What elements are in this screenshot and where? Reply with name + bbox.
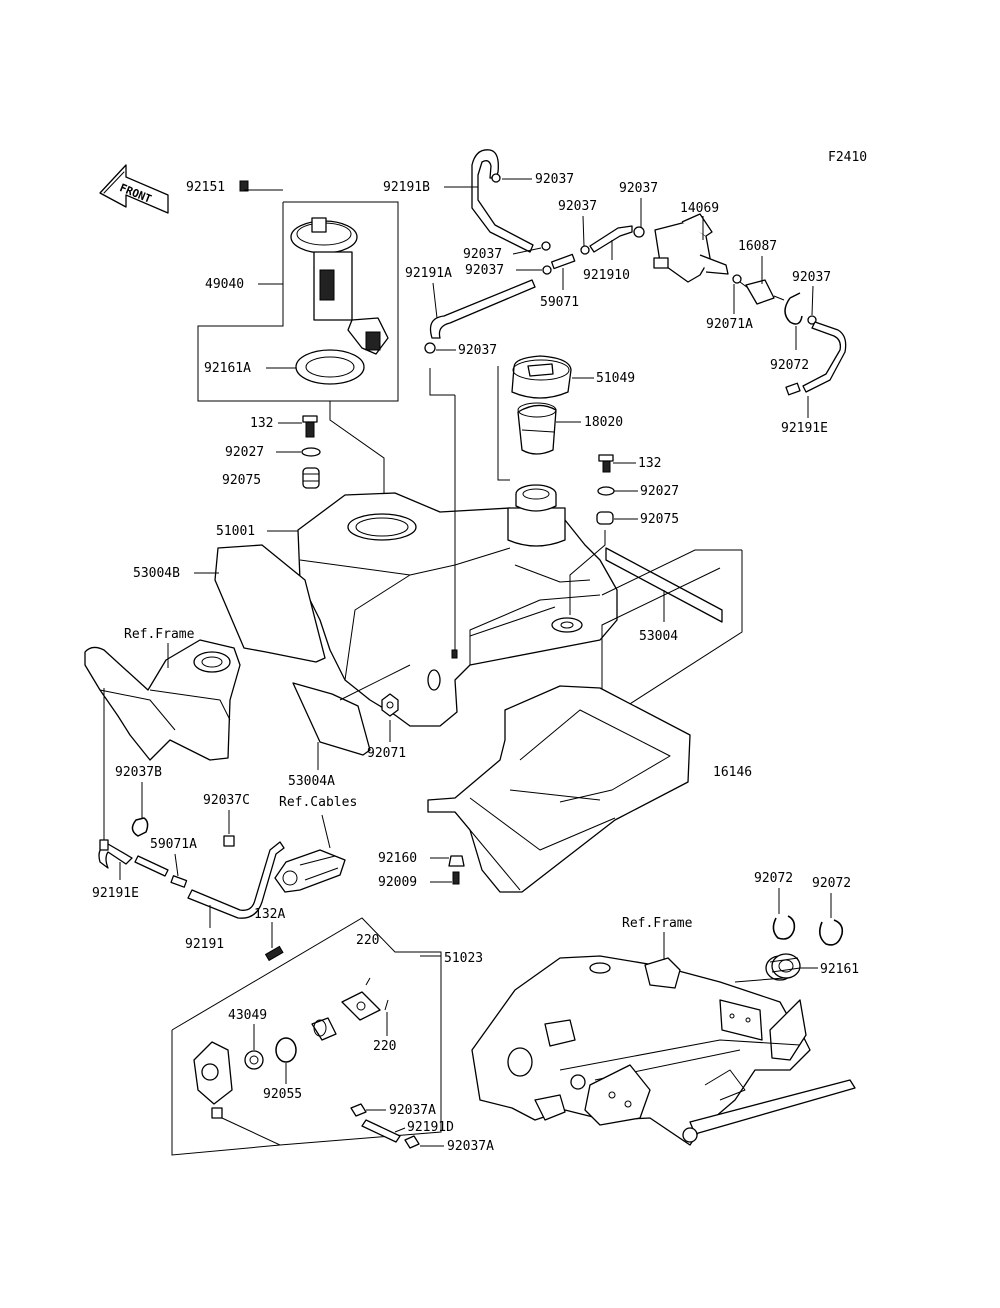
callout-92037C: 92037C bbox=[203, 793, 250, 808]
callout-51049: 51049 bbox=[596, 371, 635, 386]
callout-92151: 92151 bbox=[186, 180, 225, 195]
callout-92160: 92160 bbox=[378, 851, 417, 866]
breather-hose-92191b bbox=[471, 149, 534, 253]
callout-92161A: 92161A bbox=[204, 361, 251, 376]
callout-220-bottom: 220 bbox=[373, 1039, 396, 1054]
callout-132-right: 132 bbox=[638, 456, 661, 471]
callout-92075-left: 92075 bbox=[222, 473, 261, 488]
front-arrow-icon: FRONT bbox=[99, 164, 169, 214]
callout-92191A: 92191A bbox=[405, 266, 452, 281]
callout-92009: 92009 bbox=[378, 875, 417, 890]
cable-ref bbox=[274, 814, 346, 893]
hose-92191d bbox=[361, 1119, 401, 1143]
callout-92037A-bottom: 92037A bbox=[447, 1139, 494, 1154]
clamp-92037c bbox=[223, 835, 235, 847]
callout-51023: 51023 bbox=[444, 951, 483, 966]
hose-92191e-right bbox=[785, 321, 847, 396]
callout-16146: 16146 bbox=[713, 765, 752, 780]
clip-92072-top bbox=[784, 292, 803, 325]
mount-hardware-left bbox=[301, 415, 321, 489]
hose-92191a bbox=[429, 279, 536, 339]
callout-92037-a: 92037 bbox=[535, 172, 574, 187]
callout-92037-b: 92037 bbox=[619, 181, 658, 196]
strip-53004 bbox=[605, 547, 723, 623]
callout-92071: 92071 bbox=[367, 746, 406, 761]
callout-92037A-top: 92037A bbox=[389, 1103, 436, 1118]
figure-code: F2410 bbox=[828, 150, 867, 165]
nut-92071 bbox=[381, 693, 399, 717]
clamp-92037a-bottom bbox=[404, 1135, 420, 1149]
clip-92072-lower-right bbox=[818, 919, 844, 946]
callout-92027-left: 92027 bbox=[225, 445, 264, 460]
filter-16087 bbox=[739, 279, 785, 305]
callout-18020: 18020 bbox=[584, 415, 623, 430]
callout-92055: 92055 bbox=[263, 1087, 302, 1102]
callout-92037-g: 92037 bbox=[458, 343, 497, 358]
cap-51049 bbox=[511, 355, 572, 399]
callout-53004B: 53004B bbox=[133, 566, 180, 581]
clamp-92037b bbox=[131, 817, 149, 837]
callout-132-left: 132 bbox=[250, 416, 273, 431]
frame-ref-left bbox=[84, 639, 241, 761]
callout-53004A: 53004A bbox=[288, 774, 335, 789]
callout-92037-f: 92037 bbox=[792, 270, 831, 285]
fitting-59071a bbox=[170, 875, 188, 888]
callout-53004: 53004 bbox=[639, 629, 678, 644]
callout-92037-d: 92037 bbox=[463, 247, 502, 262]
strainer-18020 bbox=[517, 402, 557, 455]
callout-59071A: 59071A bbox=[150, 837, 197, 852]
callout-92037-c: 92037 bbox=[558, 199, 597, 214]
callout-132A: 132A bbox=[254, 907, 285, 922]
callout-92161: 92161 bbox=[820, 962, 859, 977]
fuel-pump-group bbox=[197, 180, 399, 402]
hose-92191 bbox=[187, 841, 285, 919]
callout-43049: 43049 bbox=[228, 1008, 267, 1023]
grommet-92161 bbox=[765, 953, 801, 981]
canister-14069 bbox=[653, 213, 729, 283]
callout-92191E-left: 92191E bbox=[92, 886, 139, 901]
callout-92071A: 92071A bbox=[706, 317, 753, 332]
callout-220-top: 220 bbox=[356, 933, 379, 948]
hardware-92160-92009 bbox=[448, 855, 465, 885]
callout-92037B: 92037B bbox=[115, 765, 162, 780]
hose-92191e-left bbox=[98, 839, 169, 877]
ref-frame-right: Ref.Frame bbox=[622, 916, 693, 931]
ref-frame-left: Ref.Frame bbox=[124, 627, 195, 642]
clamps-top bbox=[424, 173, 817, 354]
callout-59071: 59071 bbox=[540, 295, 579, 310]
callout-92072-right: 92072 bbox=[812, 876, 851, 891]
fuel-valve-group bbox=[171, 917, 442, 1156]
callout-92072-left: 92072 bbox=[754, 871, 793, 886]
callout-92191E-right: 92191E bbox=[781, 421, 828, 436]
callout-92072-top: 92072 bbox=[770, 358, 809, 373]
mount-hardware-right bbox=[596, 454, 615, 525]
callout-14069: 14069 bbox=[680, 201, 719, 216]
callout-92191: 92191 bbox=[185, 937, 224, 952]
clip-92072-lower-left bbox=[772, 915, 796, 940]
clamp-92037a-top bbox=[350, 1103, 367, 1117]
callout-92191D: 92191D bbox=[407, 1120, 454, 1135]
callout-92191B: 92191B bbox=[383, 180, 430, 195]
side-panel-53004b bbox=[214, 544, 326, 663]
frame-ref-right bbox=[471, 955, 856, 1146]
callout-92037-e: 92037 bbox=[465, 263, 504, 278]
callout-49040: 49040 bbox=[205, 277, 244, 292]
callout-921910: 921910 bbox=[583, 268, 630, 283]
callout-92075-right: 92075 bbox=[640, 512, 679, 527]
callout-16087: 16087 bbox=[738, 239, 777, 254]
guard-16146 bbox=[427, 685, 691, 893]
ref-cables: Ref.Cables bbox=[279, 795, 357, 810]
callout-92027-right: 92027 bbox=[640, 484, 679, 499]
fitting-59071 bbox=[550, 253, 576, 270]
callout-51001: 51001 bbox=[216, 524, 255, 539]
hose-921910 bbox=[589, 225, 633, 253]
fuel-tank bbox=[297, 484, 618, 727]
pad-53004a bbox=[292, 682, 371, 756]
